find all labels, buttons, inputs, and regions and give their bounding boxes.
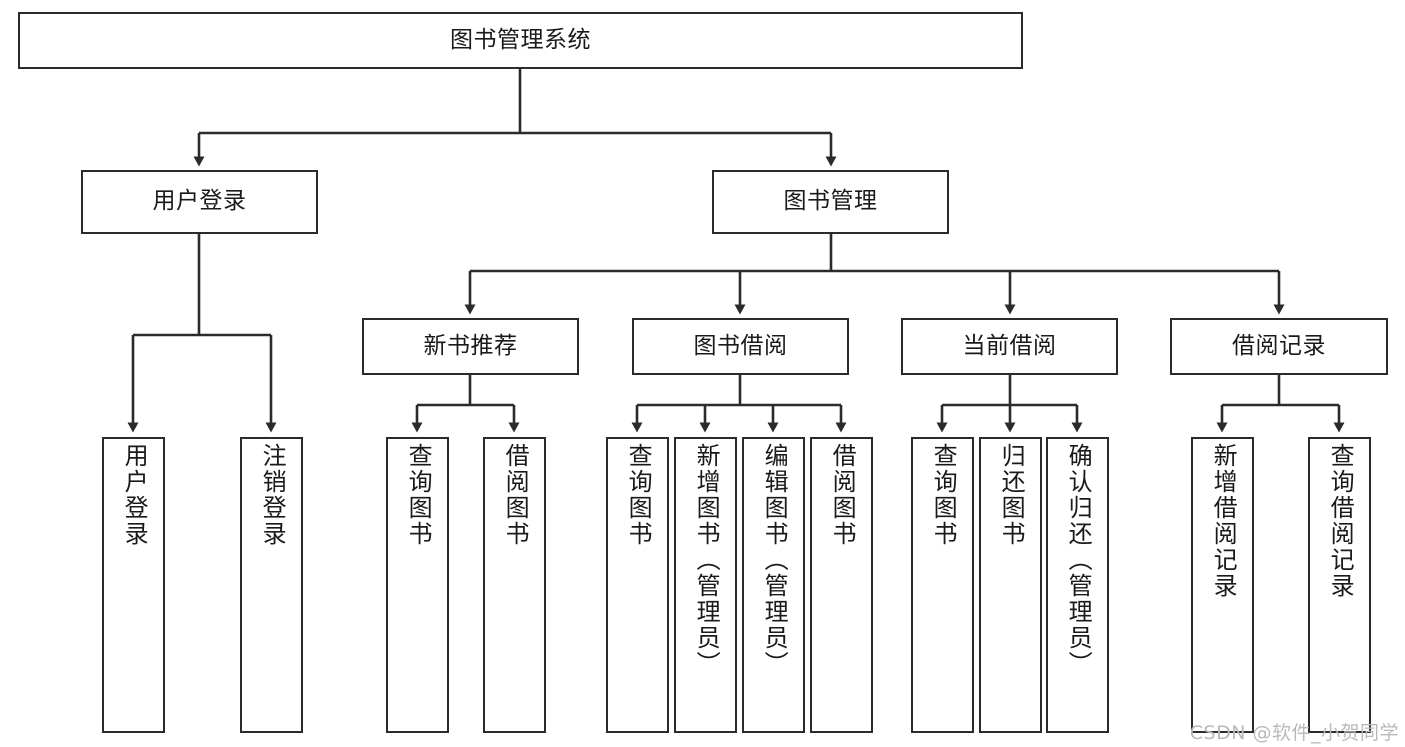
leaf-logout-login[interactable]: 注销登录 bbox=[240, 437, 303, 733]
leaf-return-book[interactable]: 归还图书 bbox=[979, 437, 1042, 733]
node-label: 借阅图书 bbox=[501, 443, 530, 547]
node-label: 当前借阅 bbox=[962, 332, 1057, 359]
node-label: 确认归还（管理员） bbox=[1064, 443, 1093, 677]
node-label: 用户登录 bbox=[152, 188, 247, 215]
node-label: 查询图书 bbox=[929, 443, 958, 547]
node-label: 归还图书 bbox=[997, 443, 1026, 547]
leaf-borrow-book-recommend[interactable]: 借阅图书 bbox=[483, 437, 546, 733]
leaf-query-book-recommend[interactable]: 查询图书 bbox=[386, 437, 449, 733]
node-user-login[interactable]: 用户登录 bbox=[81, 170, 318, 234]
node-new-book-recommend[interactable]: 新书推荐 bbox=[362, 318, 579, 375]
leaf-edit-book-admin[interactable]: 编辑图书（管理员） bbox=[742, 437, 805, 733]
node-label: 查询借阅记录 bbox=[1326, 443, 1355, 599]
node-label: 借阅图书 bbox=[828, 443, 857, 547]
watermark-text: CSDN @软件_小贺同学 bbox=[1189, 722, 1399, 744]
node-label: 注销登录 bbox=[258, 443, 287, 547]
node-book-borrow[interactable]: 图书借阅 bbox=[632, 318, 849, 375]
leaf-confirm-return-admin[interactable]: 确认归还（管理员） bbox=[1046, 437, 1109, 733]
node-label: 用户登录 bbox=[120, 443, 149, 547]
leaf-add-book-admin[interactable]: 新增图书（管理员） bbox=[674, 437, 737, 733]
node-label: 查询图书 bbox=[404, 443, 433, 547]
leaf-query-book-borrow[interactable]: 查询图书 bbox=[606, 437, 669, 733]
node-borrow-record[interactable]: 借阅记录 bbox=[1170, 318, 1388, 375]
node-label: 编辑图书（管理员） bbox=[760, 443, 789, 677]
node-label: 新增图书（管理员） bbox=[692, 443, 721, 677]
node-label: 新增借阅记录 bbox=[1209, 443, 1238, 599]
leaf-borrow-book[interactable]: 借阅图书 bbox=[810, 437, 873, 733]
node-label: 图书管理 bbox=[783, 188, 878, 215]
node-label: 新书推荐 bbox=[423, 332, 518, 359]
node-label: 查询图书 bbox=[624, 443, 653, 547]
node-label: 图书管理系统 bbox=[450, 26, 591, 53]
node-book-management-system[interactable]: 图书管理系统 bbox=[18, 12, 1023, 69]
leaf-user-login[interactable]: 用户登录 bbox=[102, 437, 165, 733]
node-current-borrow[interactable]: 当前借阅 bbox=[901, 318, 1118, 375]
leaf-add-borrow-record[interactable]: 新增借阅记录 bbox=[1191, 437, 1254, 733]
leaf-query-book-current[interactable]: 查询图书 bbox=[911, 437, 974, 733]
leaf-query-borrow-record[interactable]: 查询借阅记录 bbox=[1308, 437, 1371, 733]
node-label: 图书借阅 bbox=[693, 332, 788, 359]
node-book-management[interactable]: 图书管理 bbox=[712, 170, 949, 234]
node-label: 借阅记录 bbox=[1232, 332, 1326, 359]
